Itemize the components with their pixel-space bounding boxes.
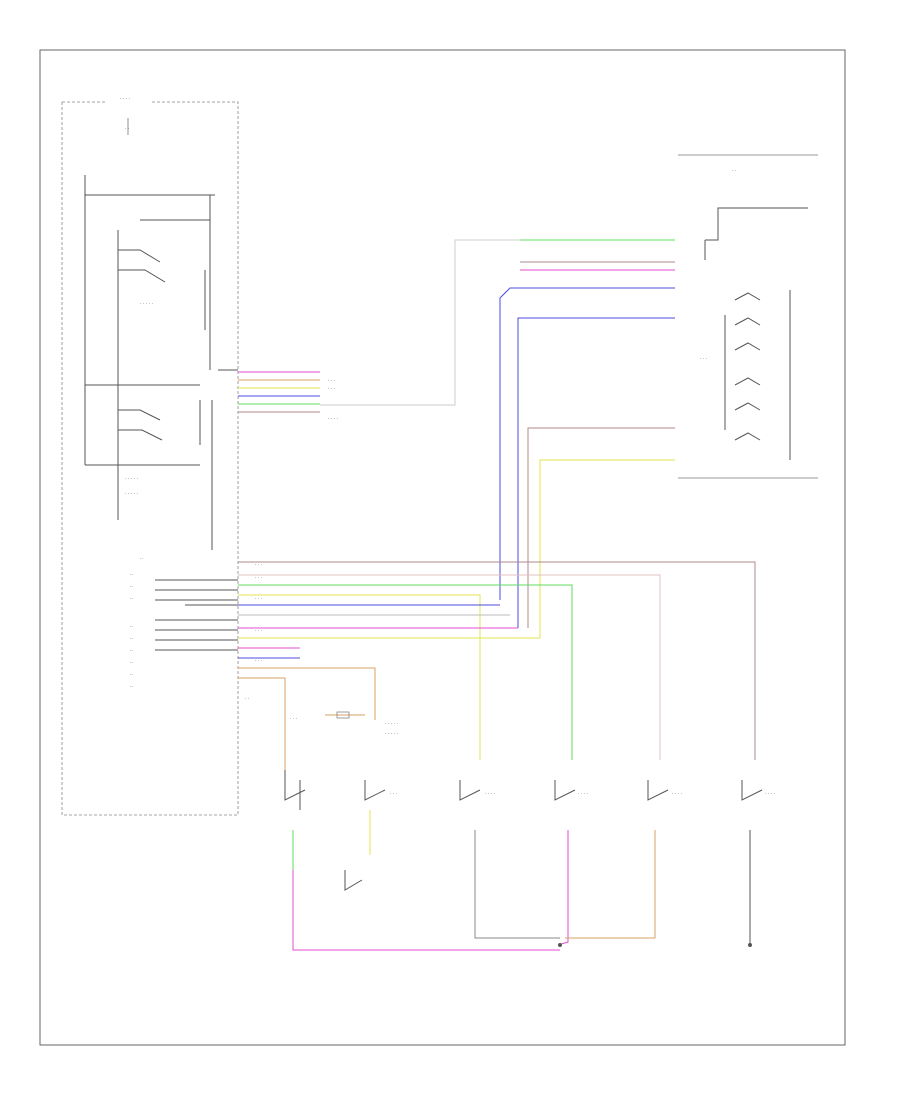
svg-text:· · ·: · · ·	[328, 379, 335, 384]
svg-text:· ·: · ·	[245, 697, 249, 702]
svg-text:· · · ·: · · · ·	[120, 97, 130, 102]
svg-text:· · · · ·: · · · · ·	[125, 477, 138, 482]
svg-text:· · ·: · · ·	[255, 576, 262, 581]
svg-text:··: ··	[130, 661, 133, 666]
svg-text:· · ·: · · ·	[255, 659, 262, 664]
svg-text:· · ·: · · ·	[255, 629, 262, 634]
upper-harness-wires: · · · · · · · · · ·	[238, 239, 520, 422]
svg-text:· · · ·: · · · ·	[328, 417, 338, 422]
fuse-element: · · · · · · · · · · · · ·	[290, 711, 398, 737]
svg-text:· · ·: · · ·	[700, 357, 707, 362]
svg-text:· · ·: · · ·	[255, 563, 262, 568]
body-control-module: · · · · · · · · · · · · · · · · · · · · …	[61, 97, 239, 816]
svg-text:··: ··	[140, 557, 143, 562]
main-harness-wires: · · · · · · · · · · · · · · · · ·	[238, 239, 756, 770]
svg-text:· · ·: · · ·	[290, 717, 297, 722]
svg-text:· · ·: · · ·	[390, 792, 397, 797]
svg-text:· · ·: · · ·	[255, 597, 262, 602]
ground-wiring	[292, 810, 752, 951]
svg-text:· ·: · ·	[125, 127, 129, 132]
svg-text:· · · ·: · · · ·	[578, 792, 588, 797]
svg-text:· · · ·: · · · ·	[765, 792, 775, 797]
svg-text:··: ··	[130, 673, 133, 678]
svg-text:··: ··	[130, 585, 133, 590]
svg-text:· · · · ·: · · · · ·	[140, 302, 153, 307]
svg-text:· · ·: · · ·	[328, 387, 335, 392]
svg-text:··: ··	[130, 649, 133, 654]
svg-text:· · · · ·: · · · · ·	[385, 722, 398, 727]
svg-text:· · · ·: · · · ·	[672, 792, 682, 797]
door-switch-row: · · · · · · · · · · · · · · · · · · ·	[284, 770, 775, 810]
diagram-border	[39, 49, 846, 1046]
right-switch-block: · · · · ·	[678, 154, 818, 479]
svg-text:· · · · ·: · · · · ·	[125, 492, 138, 497]
svg-text:· · · ·: · · · ·	[485, 792, 495, 797]
svg-text:··: ··	[130, 573, 133, 578]
svg-text:··: ··	[130, 625, 133, 630]
svg-text:··: ··	[130, 637, 133, 642]
svg-text:··: ··	[130, 597, 133, 602]
svg-text:· ·: · ·	[732, 169, 736, 174]
svg-text:··: ··	[130, 685, 133, 690]
bcm-connector-pins: ·· ·· ·· ·· ·· ·· ·· ·· ·· ··	[130, 557, 238, 690]
svg-text:· · · · ·: · · · · ·	[385, 732, 398, 737]
